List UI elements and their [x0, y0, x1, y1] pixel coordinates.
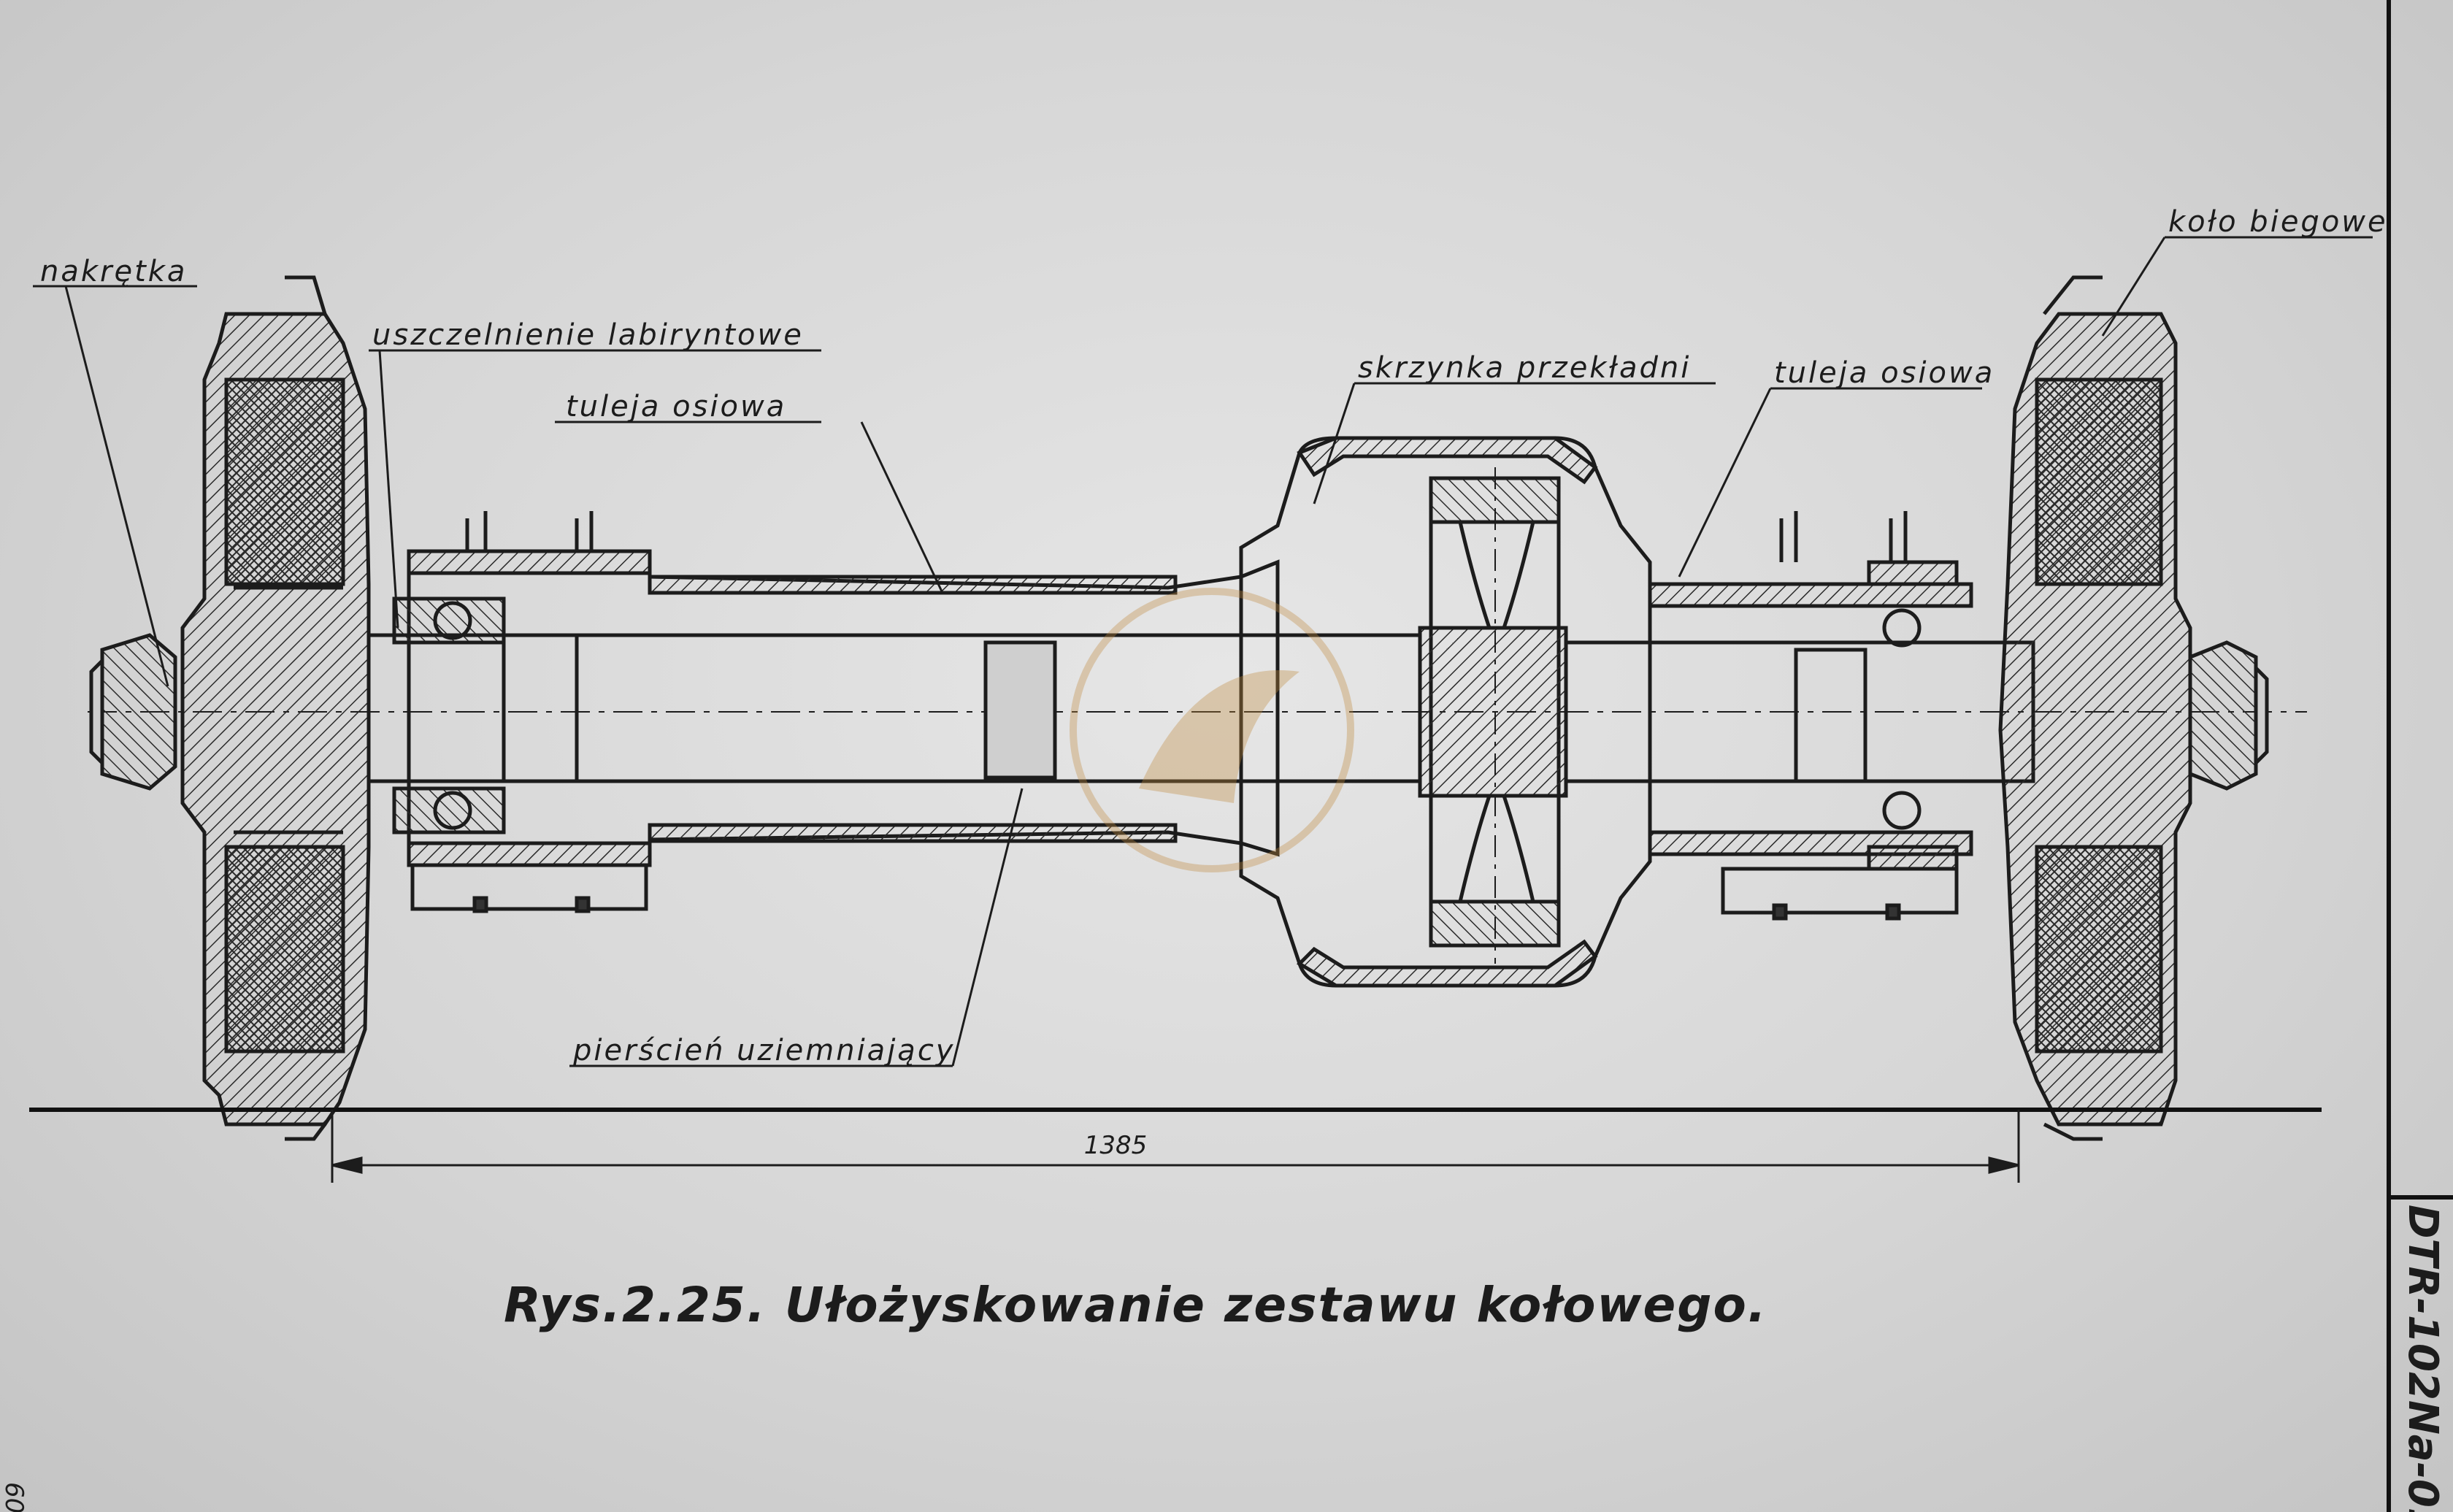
left-axle-sleeve: [366, 511, 1422, 913]
gearbox: [1239, 436, 1652, 988]
callout-running-wheel: koło biegowe: [2168, 205, 2388, 239]
page-number: 60: [0, 1482, 28, 1512]
gauge-value: 1385: [1084, 1131, 1148, 1160]
callout-gearbox: skrzynka przekładni: [1358, 351, 1691, 385]
figure-caption: Rys.2.25. Ułożyskowanie zestawu kołowego…: [504, 1277, 1767, 1333]
wheelset-assembly: [88, 275, 2307, 1141]
callout-nut: nakrętka: [40, 255, 187, 288]
right-axle-sleeve: [1564, 511, 2035, 921]
left-wheel: [180, 275, 371, 1141]
callout-axle-sleeve-left: tuleja osiowa: [566, 390, 786, 423]
right-wheel: [1998, 275, 2192, 1141]
callout-axle-sleeve-right: tuleja osiowa: [1774, 356, 1995, 390]
gauge-dimension: [331, 1110, 2020, 1183]
document-code: DTR-102Na-01: [2399, 1205, 2446, 1512]
right-nut: [2188, 640, 2269, 791]
museum-watermark: [1070, 588, 1354, 872]
callout-leaders: [33, 236, 2373, 1067]
callout-earthing-ring: pierścień uziemniający: [572, 1034, 955, 1067]
left-nut: [89, 633, 177, 791]
callout-labyrinth-seal: uszczelnienie labiryntowe: [372, 318, 804, 352]
